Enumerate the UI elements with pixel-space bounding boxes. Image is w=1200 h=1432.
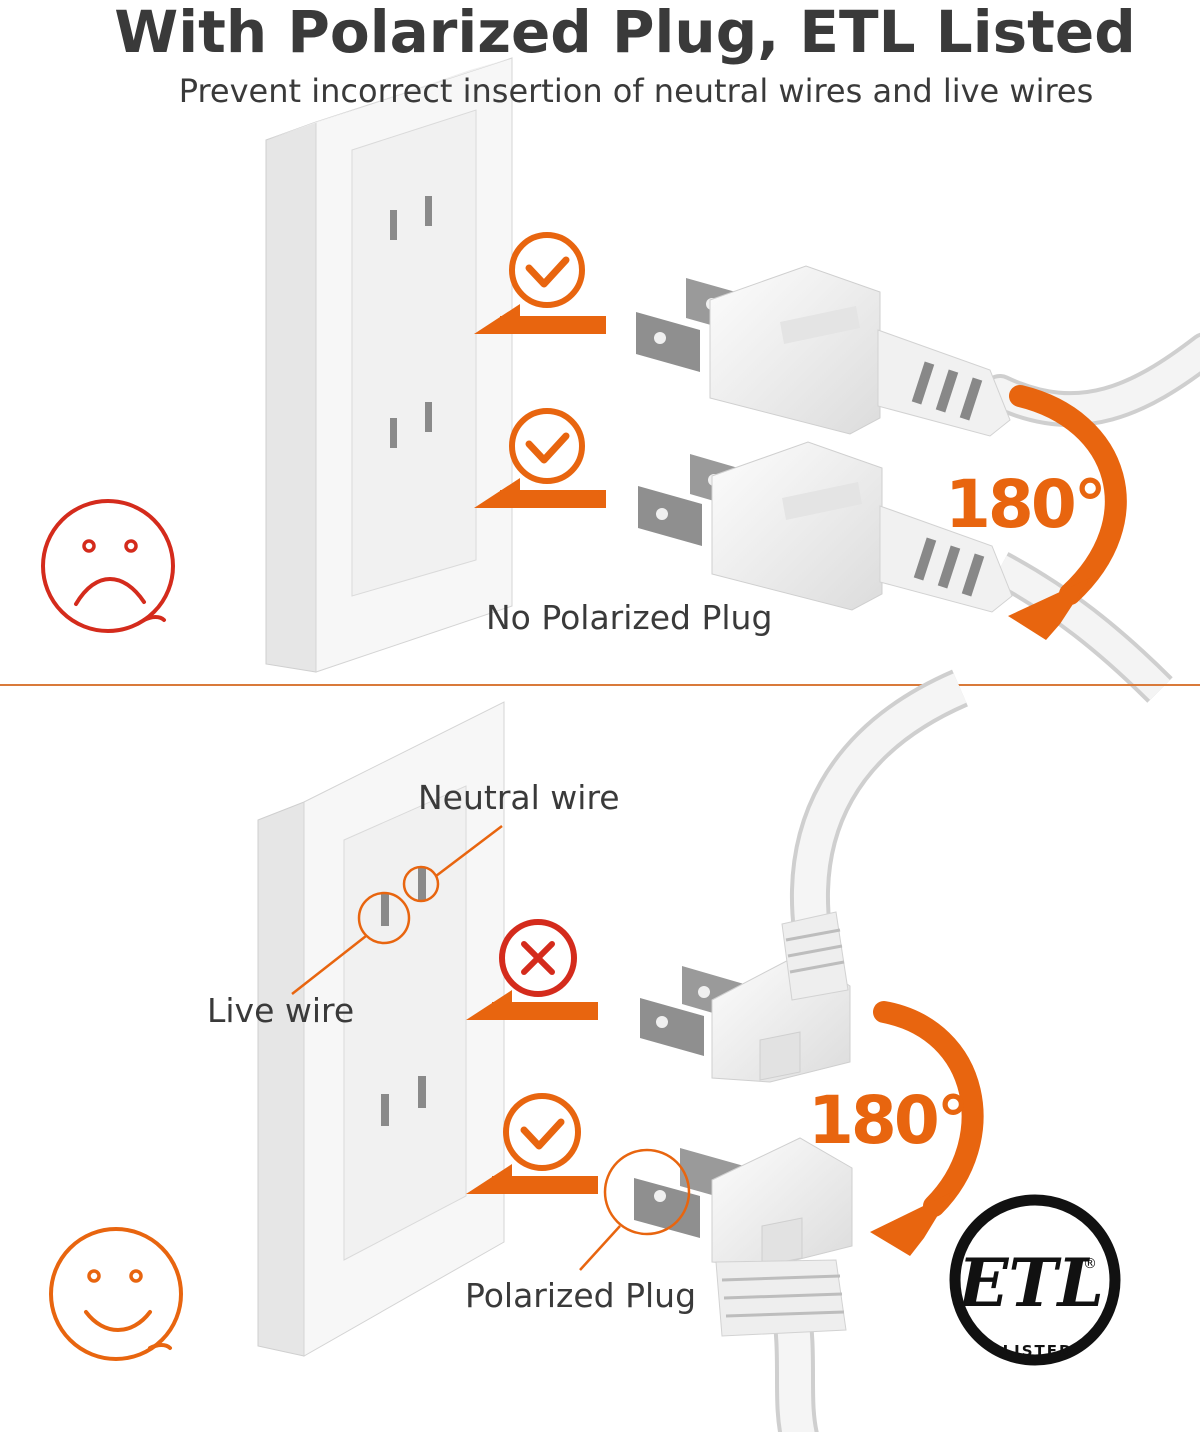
polarized-plug bbox=[634, 1137, 853, 1337]
neutral-wire-callout bbox=[402, 825, 503, 903]
neutral-wire-label: Neutral wire bbox=[418, 778, 620, 817]
wall-outlet bbox=[257, 701, 505, 1357]
rotation-label: 180° bbox=[945, 466, 1107, 543]
insert-arrow bbox=[466, 990, 598, 1020]
etl-logo-text: ETL bbox=[956, 1244, 1104, 1322]
check-icon bbox=[503, 1093, 581, 1171]
insert-arrow bbox=[474, 304, 606, 334]
page-title: With Polarized Plug, ETL Listed bbox=[114, 0, 1136, 66]
happy-face-icon bbox=[49, 1227, 183, 1361]
rotation-arrow bbox=[870, 1001, 984, 1256]
cross-icon bbox=[499, 919, 577, 997]
check-icon bbox=[509, 408, 585, 484]
live-wire-label: Live wire bbox=[207, 991, 355, 1030]
polarized-plug bbox=[640, 911, 851, 1083]
non-polarized-plug bbox=[638, 441, 1013, 613]
sad-face-icon bbox=[41, 499, 175, 633]
insert-arrow bbox=[474, 478, 606, 508]
live-wire-callout bbox=[291, 891, 411, 995]
rotation-label: 180° bbox=[808, 1082, 970, 1159]
rotation-arrow bbox=[1008, 385, 1127, 640]
polarized-plug-label: Polarized Plug bbox=[465, 1276, 697, 1315]
polarized-prong-callout bbox=[579, 1148, 691, 1271]
wall-outlet bbox=[265, 57, 513, 673]
etl-listed-badge: ETL ® LISTED bbox=[949, 1194, 1121, 1366]
no-polarized-plug-label: No Polarized Plug bbox=[486, 598, 773, 637]
power-cord bbox=[793, 673, 967, 932]
etl-listed-text: LISTED bbox=[1003, 1342, 1074, 1360]
registered-mark: ® bbox=[1083, 1256, 1097, 1272]
check-icon bbox=[509, 232, 585, 308]
power-cord bbox=[993, 555, 1170, 700]
page-subtitle: Prevent incorrect insertion of neutral w… bbox=[178, 72, 1094, 110]
insert-arrow bbox=[466, 1164, 598, 1194]
non-polarized-plug bbox=[636, 265, 1011, 437]
